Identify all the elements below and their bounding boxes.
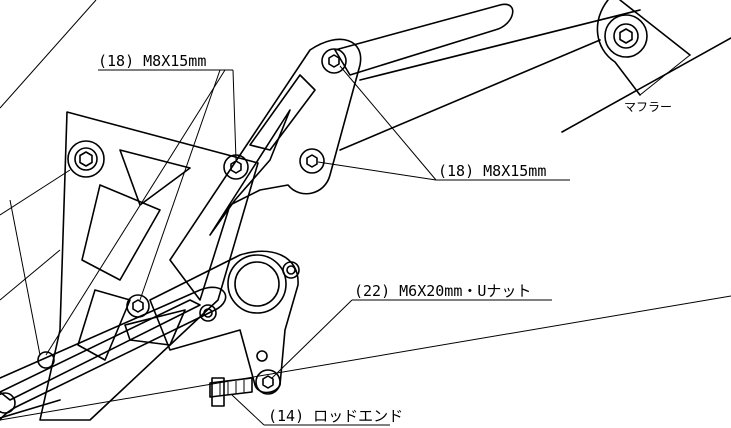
muffler-outline: [561, 0, 731, 133]
rod-end: [209, 377, 253, 407]
leader-lines: [45, 54, 691, 426]
hanger-plate: [0, 111, 259, 421]
label-bolt-top: (18) M8X15mm: [98, 52, 206, 70]
label-bolt-right: (18) M8X15mm: [438, 162, 546, 180]
label-bolt-nut: (22) M6X20mm・Uナット: [354, 282, 531, 300]
callout-labels: (18) M8X15mm (18) M8X15mm マフラー (22) M6X2…: [98, 52, 672, 425]
label-rod-end: (14) ロッドエンド: [268, 407, 403, 425]
upper-link: [169, 3, 641, 301]
pivot-plate: [149, 250, 300, 395]
lever-arm: [0, 286, 227, 421]
label-muffler: マフラー: [624, 100, 672, 114]
